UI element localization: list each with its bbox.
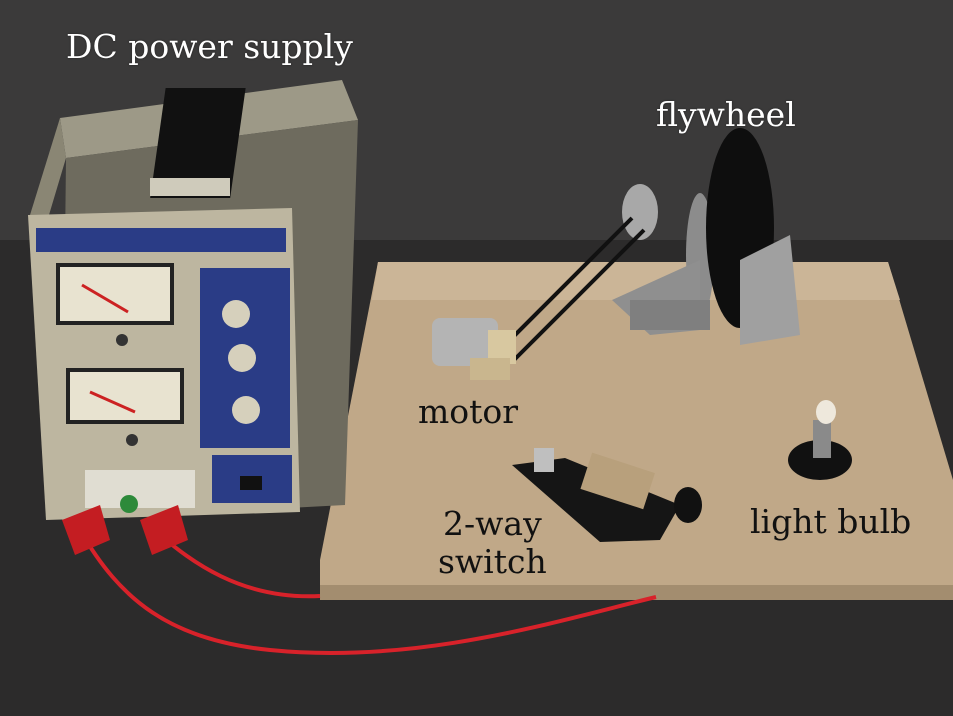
supply-header-strip <box>36 228 286 252</box>
motor <box>432 318 516 380</box>
flywheel-mount-right <box>740 235 800 345</box>
red-plug-2 <box>140 505 188 555</box>
label-flywheel: flywheel <box>656 95 796 134</box>
output-terminals <box>85 470 195 508</box>
label-dc-power-supply: DC power supply <box>66 27 353 66</box>
carry-handle <box>150 88 246 198</box>
switch-handle <box>674 487 702 523</box>
switch-base <box>512 458 680 542</box>
label-two-way-switch: 2-way switch <box>438 505 547 581</box>
current-knob <box>232 396 260 424</box>
light-bulb <box>788 400 852 480</box>
label-motor: motor <box>418 392 519 431</box>
label-switch-line1: 2-way <box>443 504 542 543</box>
red-plug-1 <box>62 505 110 555</box>
label-switch-line2: switch <box>438 541 547 581</box>
drive-belt-lower <box>510 228 646 364</box>
bulb-socket <box>788 440 852 480</box>
bulb-glass <box>816 400 836 424</box>
voltage-knob <box>222 300 250 328</box>
motor-body <box>432 318 498 366</box>
drive-belt-upper <box>498 216 634 352</box>
label-light-bulb: light bulb <box>750 502 912 541</box>
red-wire-1 <box>78 529 657 655</box>
voltmeter <box>56 263 174 325</box>
dc-power-supply <box>28 80 358 520</box>
fine-knob <box>228 344 256 372</box>
ammeter <box>66 368 184 424</box>
flywheel <box>612 128 800 345</box>
switch-blade <box>580 452 655 510</box>
two-way-switch <box>512 448 702 542</box>
